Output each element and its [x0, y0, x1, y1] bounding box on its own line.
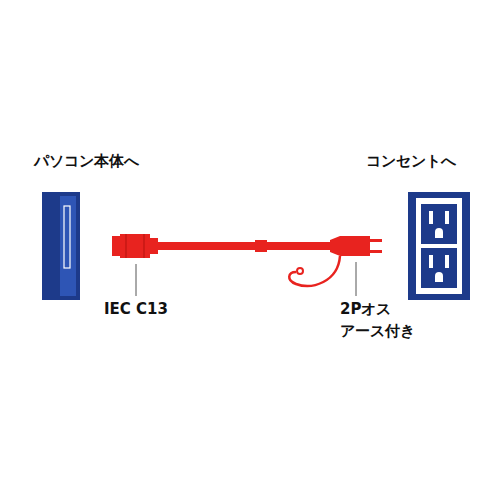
- socket-slot: [445, 211, 449, 224]
- socket-slot: [429, 211, 433, 224]
- outlet-socket: [421, 204, 457, 244]
- cable: [155, 242, 335, 250]
- node-heading: パソコン本体へ: [34, 152, 139, 170]
- outlet-plate: [408, 192, 470, 300]
- c13-face: [112, 236, 122, 256]
- c13-connector: [120, 234, 158, 258]
- pc-slot: [64, 206, 70, 268]
- ground-hole: [435, 272, 443, 282]
- c13-groove: [126, 234, 127, 258]
- connector-label: IEC C13: [104, 300, 168, 318]
- leader-line: [136, 264, 137, 296]
- plug-body: [330, 236, 370, 256]
- leader-line: [356, 262, 357, 296]
- plug-prong: [370, 250, 382, 253]
- c13-groove: [144, 234, 145, 258]
- ground-hole: [435, 228, 443, 238]
- pc-shape: [42, 192, 80, 300]
- outlet-shape: [408, 192, 470, 300]
- ground-terminal: [297, 268, 303, 274]
- cable-joint: [255, 240, 267, 252]
- pc-case: [42, 192, 80, 300]
- socket-slot: [429, 255, 433, 268]
- wall-outlet: コンセントへ: [408, 192, 470, 300]
- outlet-inner: [416, 198, 462, 294]
- node-heading: コンセントへ: [366, 152, 456, 170]
- plug-prong: [370, 239, 382, 242]
- socket-slot: [445, 255, 449, 268]
- pc-panel: [60, 196, 76, 296]
- connector-label: 2Pオス: [340, 300, 391, 318]
- connector-label: アース付き: [340, 322, 415, 340]
- outlet-socket: [421, 248, 457, 288]
- pc-body: パソコン本体へ: [42, 192, 80, 300]
- ground-wire: [289, 256, 340, 286]
